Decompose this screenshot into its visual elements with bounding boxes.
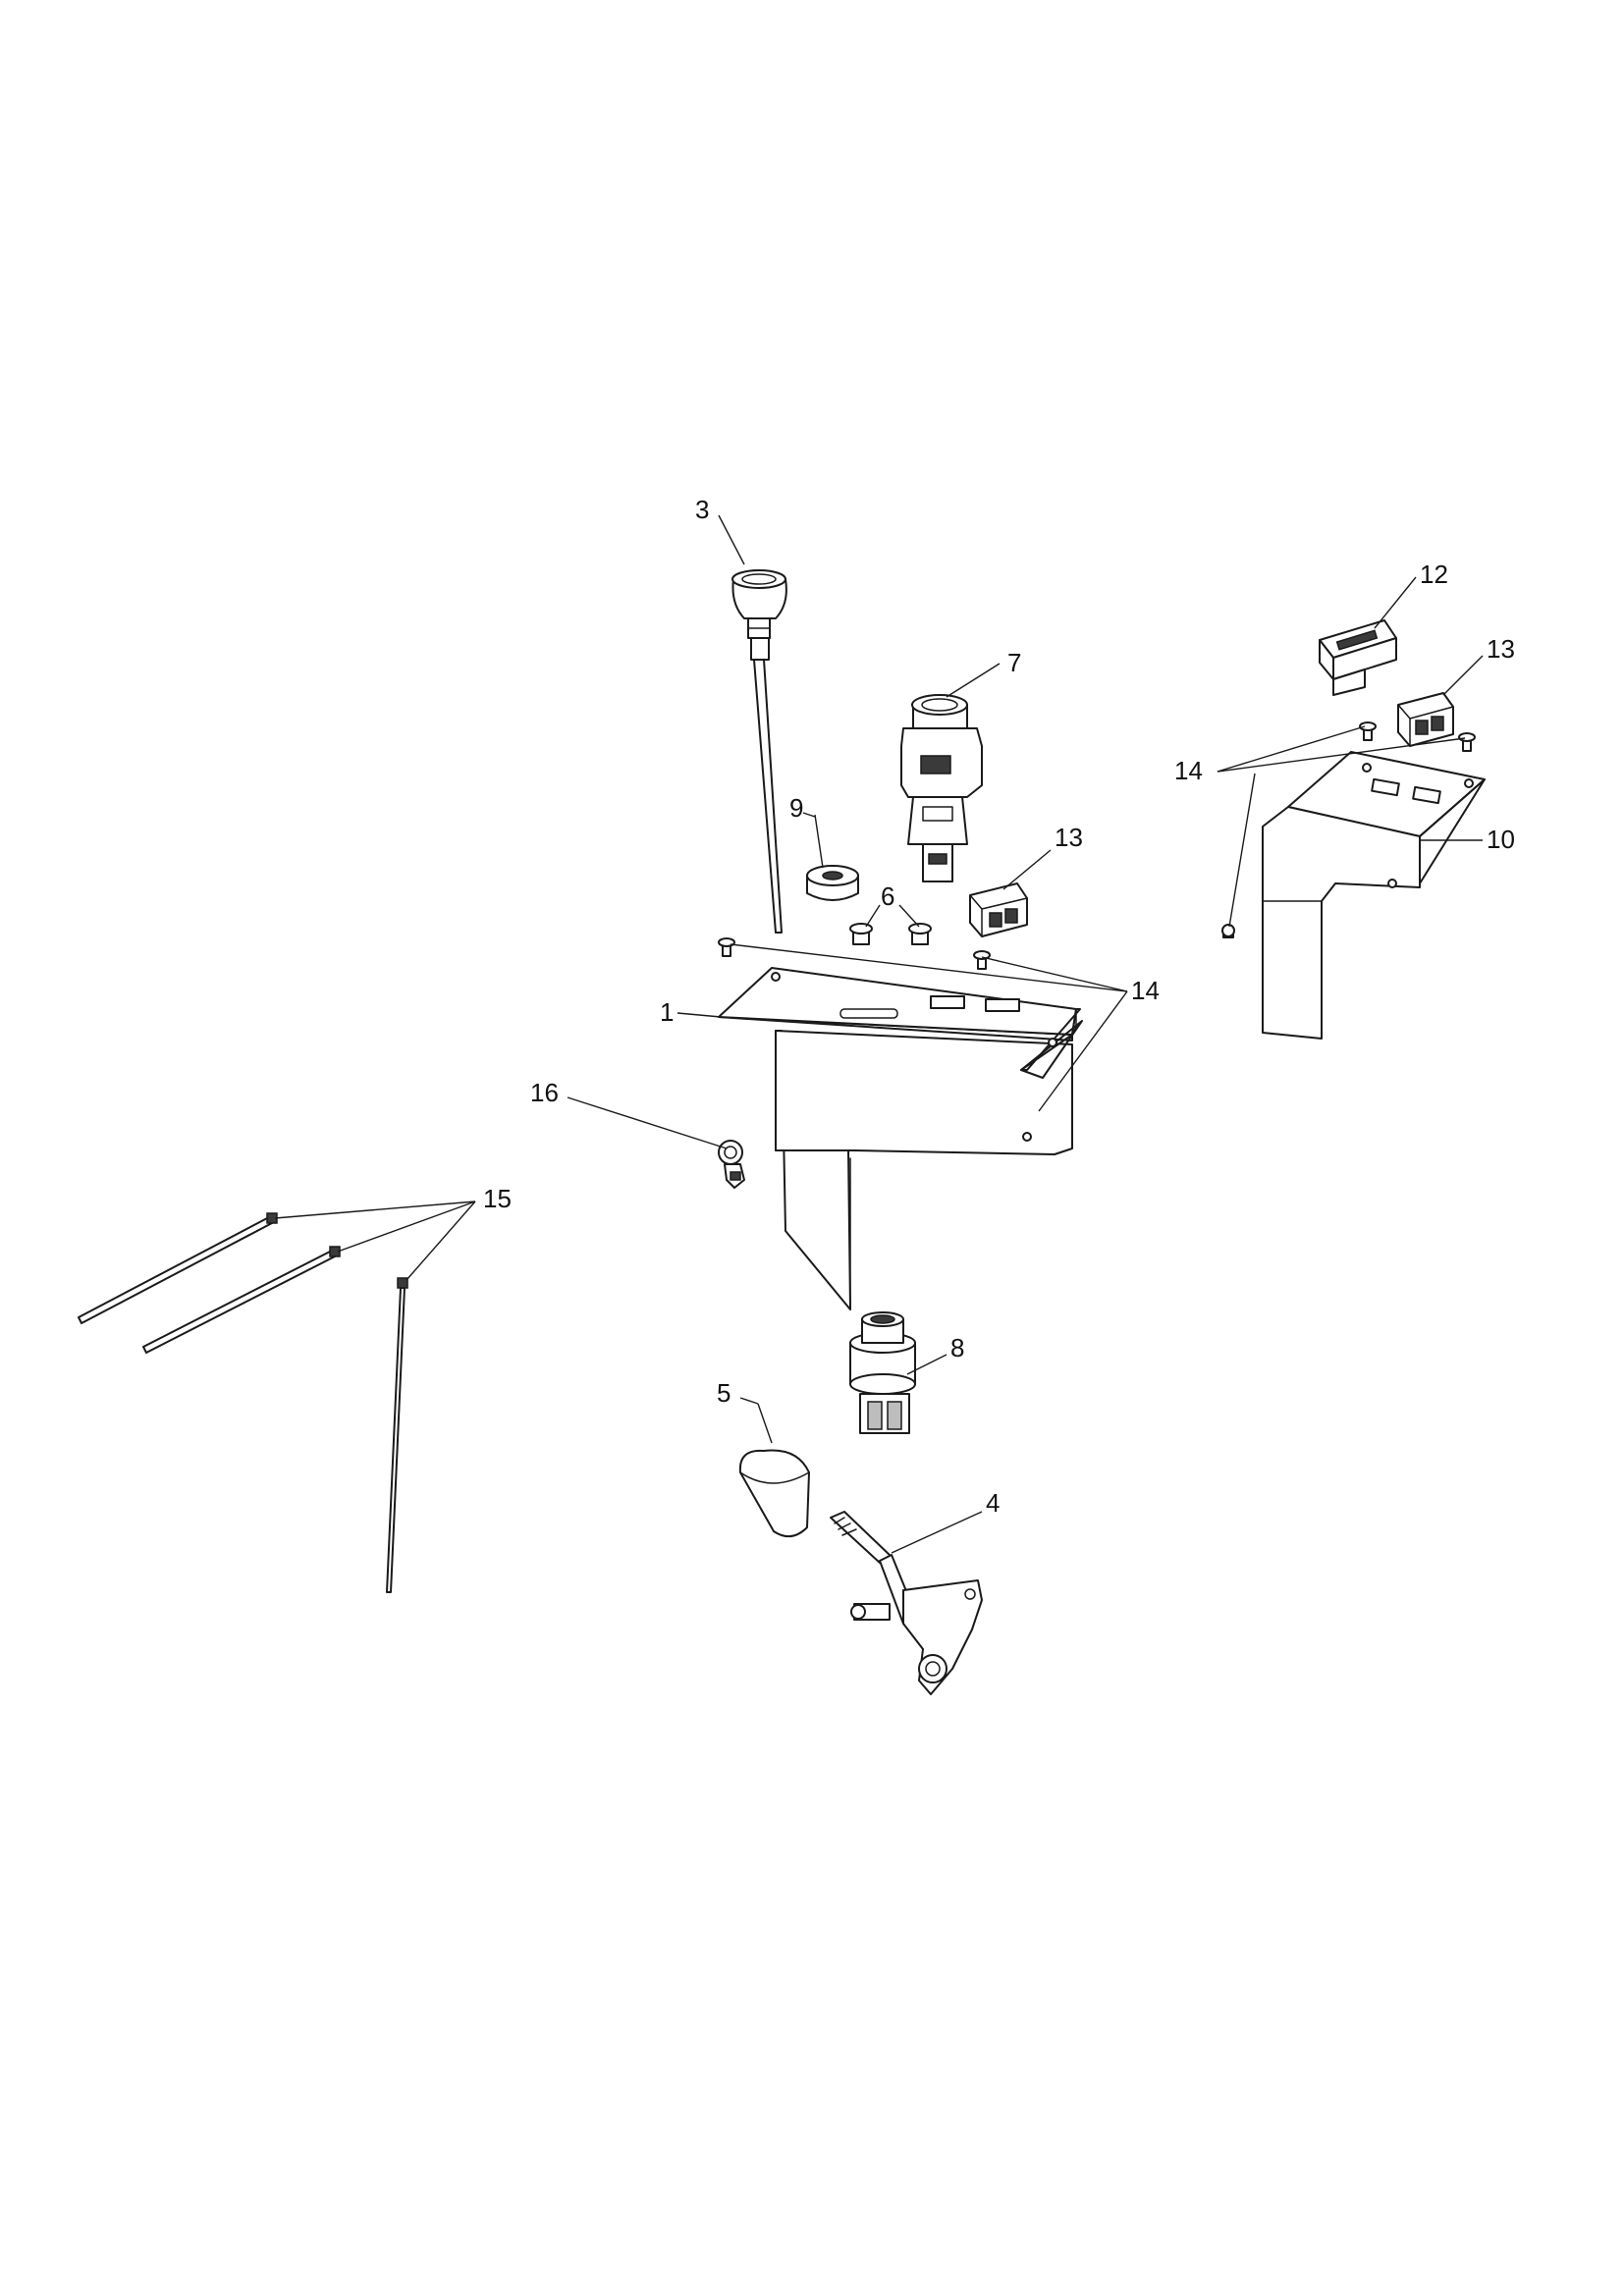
- callout-13-lower: 13: [1055, 823, 1083, 852]
- part-3-choke-cable: [731, 569, 787, 934]
- callout-14-upper: 14: [1174, 756, 1203, 785]
- callout-3: 3: [695, 495, 709, 524]
- callout-14-lower: 14: [1131, 976, 1160, 1005]
- callout-5: 5: [717, 1378, 731, 1408]
- callout-15: 15: [483, 1184, 512, 1213]
- part-5-lever-knob: [738, 1449, 810, 1538]
- callout-6: 6: [881, 881, 894, 911]
- callout-8: 8: [950, 1333, 964, 1362]
- callout-10: 10: [1487, 825, 1515, 854]
- leader-lines: [274, 514, 1484, 1554]
- part-15-cable-ties: [78, 1212, 408, 1593]
- callout-4: 4: [986, 1488, 1000, 1518]
- callout-labels: 3 7 9 6 13 14 1 16 12 13 14 10 15 8 5 4: [483, 495, 1515, 1518]
- callout-1: 1: [660, 997, 674, 1027]
- part-8-connector: [849, 1311, 916, 1434]
- callout-16: 16: [530, 1078, 559, 1107]
- part-16-hose-clip: [718, 1140, 745, 1189]
- callout-7: 7: [1007, 648, 1021, 677]
- callout-9: 9: [789, 793, 803, 823]
- part-13-rocker-switch-lower: [969, 882, 1028, 937]
- part-6-screws: [849, 923, 932, 945]
- callout-12: 12: [1420, 560, 1448, 589]
- part-7-ignition-switch: [900, 694, 983, 882]
- part-13-rocker-switch-upper: [1397, 692, 1454, 747]
- part-4-hand-lever: [830, 1511, 983, 1695]
- part-1-console-bracket: [718, 967, 1083, 1310]
- callout-13-upper: 13: [1487, 634, 1515, 664]
- part-9-grommet: [806, 865, 859, 901]
- part-10-rear-bracket: [1262, 751, 1486, 1040]
- part-12-switch-housing: [1319, 619, 1397, 696]
